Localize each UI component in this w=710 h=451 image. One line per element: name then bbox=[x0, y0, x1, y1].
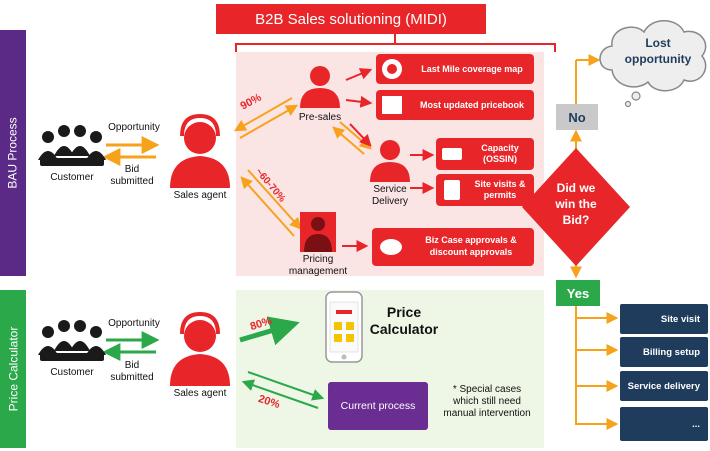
bau-bid-text-1: Bid bbox=[124, 164, 140, 175]
pricing-management-icon bbox=[300, 212, 336, 252]
price-calc-title-2: Calculator bbox=[369, 320, 439, 337]
yes-text: Yes bbox=[566, 285, 590, 301]
service-delivery-text-2: Delivery bbox=[371, 196, 409, 207]
decision-text: Did we win the Bid? bbox=[532, 180, 620, 229]
price-calculator-label-bar: Price Calculator bbox=[0, 290, 26, 448]
outcome-service-delivery-text: Service delivery bbox=[627, 380, 700, 392]
service-delivery-text-1: Service bbox=[373, 184, 407, 195]
calendar-icon bbox=[382, 96, 402, 114]
lost-text-2: opportunity bbox=[624, 51, 692, 66]
decision-text-3: Bid? bbox=[562, 213, 590, 228]
pc-customer-icon bbox=[38, 320, 106, 361]
coins-icon bbox=[380, 239, 402, 255]
bau-process-label-bar: BAU Process bbox=[0, 30, 26, 276]
outcome-more-text: ... bbox=[692, 418, 700, 430]
decision-text-1: Did we bbox=[556, 181, 596, 195]
manual-note-3: manual intervention bbox=[443, 408, 531, 419]
manual-note-1: * Special cases bbox=[452, 384, 522, 395]
price-calc-title: Price Calculator bbox=[364, 304, 444, 338]
yes-box: Yes bbox=[556, 280, 600, 306]
outcome-more: ... bbox=[620, 407, 708, 441]
biz-case-text-1: Biz Case approvals & bbox=[425, 235, 517, 246]
router-icon bbox=[442, 148, 462, 160]
site-visits-box: Site visits & permits bbox=[436, 174, 534, 206]
biz-case-text-2: discount approvals bbox=[429, 247, 513, 257]
biz-case-box: Biz Case approvals & discount approvals bbox=[372, 228, 534, 266]
pc-opportunity-text: Opportunity bbox=[108, 318, 160, 329]
lost-text-1: Lost bbox=[645, 36, 671, 50]
lost-opportunity-text: Lost opportunity bbox=[616, 36, 700, 67]
outcome-billing-setup: Billing setup bbox=[620, 337, 708, 367]
price-calc-title-1: Price bbox=[386, 304, 422, 320]
pc-sales-agent-text: Sales agent bbox=[173, 388, 227, 399]
manual-note: * Special cases which still need manual … bbox=[432, 384, 542, 420]
bau-sales-agent-text: Sales agent bbox=[173, 190, 227, 201]
bau-sales-agent-icon bbox=[170, 113, 230, 188]
no-box: No bbox=[556, 104, 598, 130]
pc-sales-agent-icon bbox=[170, 311, 230, 386]
current-process-box: Current process bbox=[328, 382, 428, 430]
decision-diamond bbox=[522, 148, 630, 266]
header-banner: B2B Sales solutioning (MIDI) bbox=[216, 4, 486, 34]
pc-customer-text: Customer bbox=[50, 367, 94, 378]
header-title: B2B Sales solutioning (MIDI) bbox=[255, 10, 447, 28]
current-process-text: Current process bbox=[340, 400, 416, 412]
lost-opportunity-cloud bbox=[599, 20, 707, 92]
pc-bid-text-2: submitted bbox=[110, 372, 154, 383]
outcome-billing-setup-text: Billing setup bbox=[643, 346, 700, 358]
last-mile-text: Last Mile coverage map bbox=[421, 64, 523, 74]
presales-text: Pre-sales bbox=[298, 112, 342, 123]
capacity-box: Capacity (OSSIN) bbox=[436, 138, 534, 170]
bau-customer-icon bbox=[38, 125, 106, 166]
site-visits-text-2: permits bbox=[483, 190, 517, 200]
pricing-mgmt-text-1: Pricing bbox=[302, 254, 334, 265]
last-mile-box: Last Mile coverage map bbox=[376, 54, 534, 84]
bau-customer-text: Customer bbox=[50, 172, 94, 183]
capacity-text-2: (OSSIN) bbox=[482, 154, 517, 164]
decision-text-2: win the bbox=[555, 197, 597, 212]
bau-opportunity-text: Opportunity bbox=[108, 122, 160, 133]
pricebook-box: Most updated pricebook bbox=[376, 90, 534, 120]
bau-bid-text-2: submitted bbox=[110, 176, 154, 187]
outcome-site-visit-text: Site visit bbox=[660, 313, 700, 325]
outcome-site-visit: Site visit bbox=[620, 304, 708, 334]
pc-bid-text-1: Bid bbox=[124, 360, 140, 371]
globe-icon bbox=[382, 59, 402, 79]
phone-icon bbox=[325, 291, 363, 363]
outcome-service-delivery: Service delivery bbox=[620, 371, 708, 401]
manual-note-2: which still need bbox=[453, 396, 521, 407]
no-text: No bbox=[568, 109, 586, 125]
checklist-icon bbox=[444, 180, 460, 200]
presales-icon bbox=[300, 66, 340, 108]
capacity-text-1: Capacity bbox=[481, 143, 519, 154]
pricing-mgmt-text-2: management bbox=[288, 266, 348, 277]
service-delivery-icon bbox=[370, 140, 410, 182]
site-visits-text-1: Site visits & bbox=[474, 179, 526, 190]
pricebook-text: Most updated pricebook bbox=[419, 100, 524, 110]
